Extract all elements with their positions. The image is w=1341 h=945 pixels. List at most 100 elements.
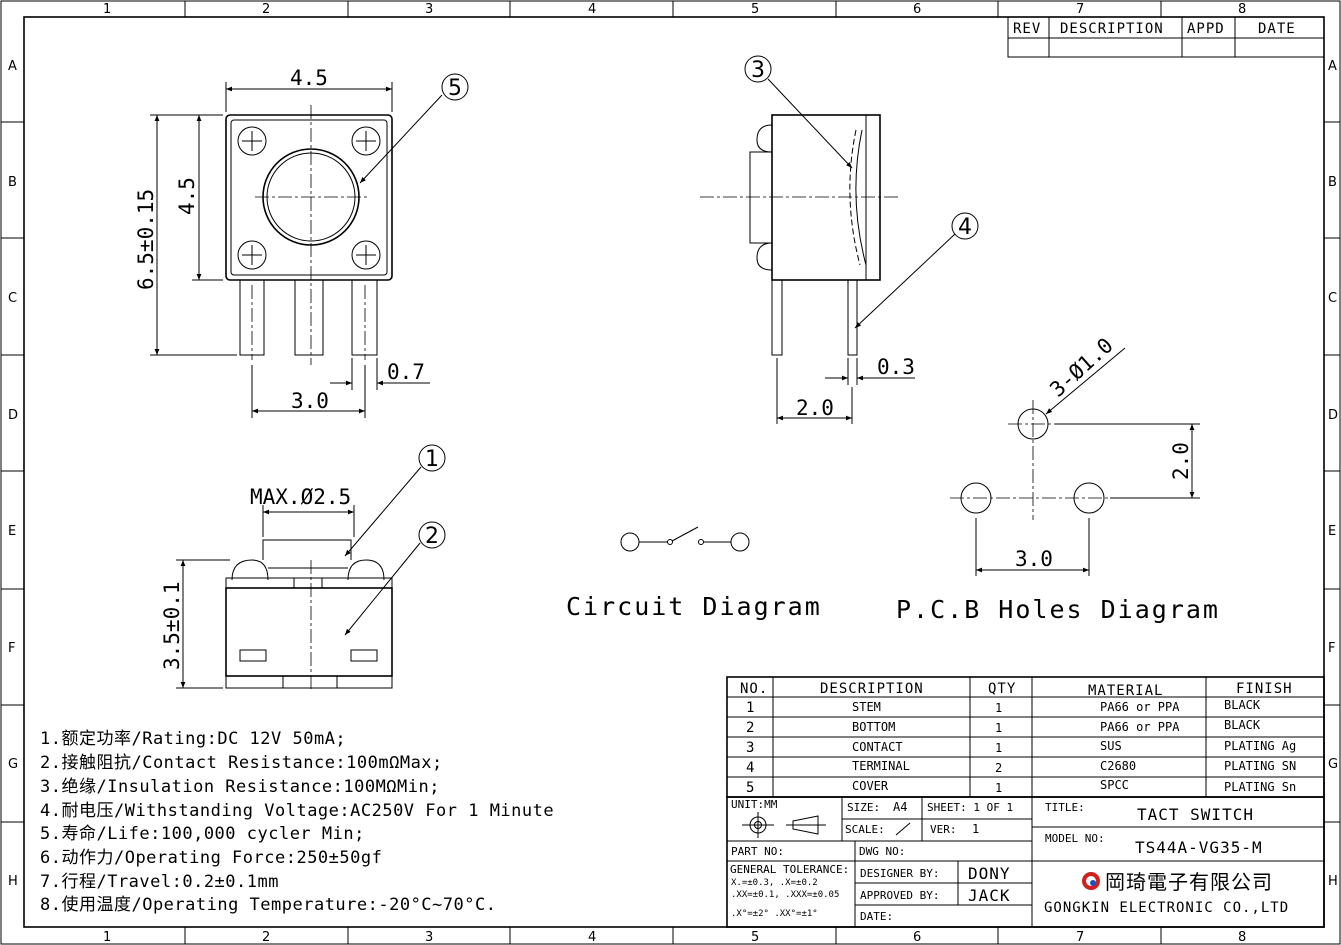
zone-labels-top: 1 2 3 4 5 6 7 8	[103, 2, 1246, 17]
dim-total-height: 6.5±0.15	[134, 189, 158, 290]
scale-slash	[895, 822, 911, 836]
dim-stem-max: MAX.Ø2.5	[250, 485, 351, 509]
dim-pin-thickness: 0.3	[877, 355, 915, 379]
zone-row: F	[1328, 641, 1335, 656]
ver-label: VER:	[930, 823, 957, 836]
zone-row: G	[8, 757, 18, 772]
tolerance-line-2: .XX=±0.1, .XXX=±0.05	[731, 890, 839, 900]
side-view: 0.3 2.0 3 4	[700, 55, 979, 424]
zone-col: 8	[1238, 2, 1246, 17]
zone-labels-right: A B C D E F G H	[1328, 59, 1338, 889]
bottom-view: MAX.Ø2.5 3.5±0.1 1 2	[160, 444, 446, 690]
bom-qty: 1	[995, 781, 1002, 795]
zone-row: E	[8, 524, 16, 539]
dim-hole-pitch-y: 2.0	[1169, 442, 1193, 480]
bom-header-description: DESCRIPTION	[820, 681, 924, 697]
bom-qty: 1	[995, 701, 1002, 715]
bom-material: SPCC	[1100, 778, 1129, 792]
zone-col: 2	[262, 2, 270, 17]
zone-row: D	[8, 408, 18, 423]
zone-col: 6	[913, 2, 921, 17]
zone-row: H	[8, 874, 18, 889]
dim-pin-pitch: 3.0	[291, 389, 329, 413]
zone-col: 2	[262, 930, 270, 945]
pcb-holes-label: P.C.B Holes Diagram	[896, 595, 1220, 624]
spec-item: 1.额定功率/Rating:DC 12V 50mA;	[40, 729, 346, 749]
size-value: A4	[893, 800, 907, 814]
zone-col: 8	[1238, 930, 1246, 945]
spec-item: 5.寿命/Life:100,000 cycler Min;	[40, 824, 365, 844]
circuit-diagram: Circuit Diagram	[566, 526, 822, 621]
zone-col: 3	[425, 2, 433, 17]
tolerance-line-1: X.=±0.3, .X=±0.2	[731, 878, 818, 888]
designer-label: DESIGNER BY:	[860, 867, 939, 880]
bom-qty: 1	[995, 721, 1002, 735]
bom-finish: BLACK	[1224, 718, 1261, 732]
unit-label: UNIT:MM	[731, 798, 778, 811]
date-header: DATE	[1258, 21, 1296, 37]
bom-desc: TERMINAL	[852, 759, 910, 773]
dim-side-height: 3.5±0.1	[160, 581, 184, 670]
bom-material: C2680	[1100, 759, 1136, 773]
spec-item: 7.行程/Travel:0.2±0.1mm	[40, 872, 279, 892]
drawing-title: TACT SWITCH	[1137, 805, 1254, 824]
bom-finish: PLATING SN	[1224, 759, 1296, 773]
company-name-en: GONGKIN ELECTRONIC CO.,LTD	[1044, 900, 1289, 916]
dim-top-width: 4.5	[290, 66, 328, 90]
dim-pin-width: 0.7	[387, 360, 425, 384]
date-label: DATE:	[860, 910, 893, 923]
bom-finish: PLATING Sn	[1224, 780, 1296, 794]
bom-no: 1	[746, 700, 755, 716]
description-header: DESCRIPTION	[1060, 21, 1164, 37]
zone-col: 1	[103, 930, 111, 945]
zone-row: B	[1328, 175, 1337, 190]
company-name-cn: 岡琦電子有限公司	[1105, 870, 1273, 894]
zone-row: C	[1328, 291, 1337, 306]
bom-header-qty: QTY	[988, 681, 1016, 697]
spec-item: 8.使用温度/Operating Temperature:-20°C~70°C.	[40, 894, 496, 915]
zone-row: E	[1328, 524, 1336, 539]
model-label: MODEL NO:	[1045, 832, 1105, 845]
zone-col: 4	[588, 2, 596, 17]
zone-row: H	[1328, 874, 1338, 889]
bom-header-finish: FINISH	[1236, 681, 1293, 697]
part-no-label: PART NO:	[731, 845, 784, 858]
bom-material: PA66 or PPA	[1100, 720, 1180, 734]
bom-desc: CONTACT	[852, 740, 903, 754]
rev-header: REV	[1013, 21, 1041, 37]
bom-qty: 1	[995, 741, 1002, 755]
zone-col: 7	[1076, 2, 1084, 17]
spec-item: 6.动作力/Operating Force:250±50gf	[40, 848, 382, 868]
bom-header-material: MATERIAL	[1088, 683, 1163, 699]
zone-labels-left: A B C D E F G H	[8, 59, 18, 889]
dim-body-height: 4.5	[175, 177, 199, 215]
ver-value: 1	[972, 822, 979, 836]
approved-label: APPROVED BY:	[860, 889, 939, 902]
sheet-label: SHEET: 1 OF 1	[927, 801, 1013, 814]
dim-hole-pitch-x: 3.0	[1015, 547, 1053, 571]
projection-symbol-icon	[742, 812, 826, 838]
zone-col: 7	[1076, 930, 1084, 945]
balloon-2: 2	[425, 524, 439, 549]
bom-no: 4	[746, 760, 755, 776]
zone-row: B	[8, 175, 17, 190]
zone-row: D	[1328, 408, 1338, 423]
specifications: 1.额定功率/Rating:DC 12V 50mA; 2.接触阻抗/Contac…	[40, 729, 554, 915]
balloon-3: 3	[751, 58, 765, 83]
dwg-no-label: DWG NO:	[859, 845, 905, 858]
title-block: UNIT:MM SIZE: A4 SHEET: 1 OF 1 SCALE: VE…	[726, 796, 1325, 928]
bom-no: 2	[746, 720, 755, 736]
zone-col: 1	[103, 2, 111, 17]
bom-desc: STEM	[852, 700, 881, 714]
approved-name: JACK	[968, 886, 1011, 905]
circuit-diagram-label: Circuit Diagram	[566, 592, 822, 621]
zone-col: 6	[913, 930, 921, 945]
bom-finish: BLACK	[1224, 698, 1261, 712]
zone-col: 3	[425, 930, 433, 945]
designer-name: DONY	[968, 864, 1011, 883]
dim-pin-offset: 2.0	[796, 396, 834, 420]
zone-col: 4	[588, 930, 596, 945]
bom-material: PA66 or PPA	[1100, 700, 1180, 714]
